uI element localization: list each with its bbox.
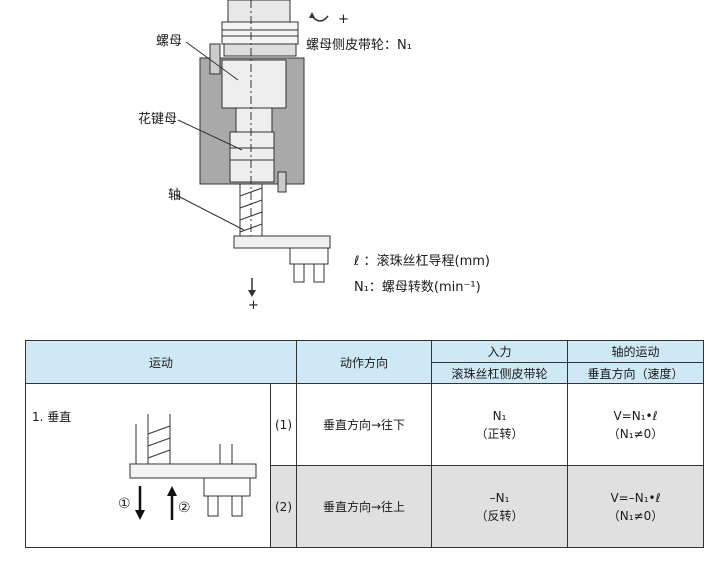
nut-label: 螺母: [156, 34, 183, 49]
down-plus-label: +: [248, 298, 259, 313]
row-2-shaft-sub: （N₁≠0）: [607, 508, 664, 523]
header-input-sub: 滚珠丝杠侧皮带轮: [431, 362, 569, 384]
table-row: 1. 垂直 ① ② (1) 垂直方: [25, 383, 705, 548]
row-2-input-sub: （反转）: [475, 508, 524, 523]
header-shaft-motion: 轴的运动: [567, 340, 705, 363]
row-1-direction: 垂直方向→往下: [296, 383, 433, 466]
speed-label: N₁：螺母转数(min⁻¹): [354, 280, 481, 295]
circle-2-label: ②: [178, 500, 191, 516]
header-shaft-motion-sub: 垂直方向（速度）: [567, 362, 705, 384]
row-2-direction: 垂直方向→往上: [296, 465, 433, 548]
shaft-drawing: [239, 0, 263, 240]
case-cell: 1. 垂直 ① ②: [25, 383, 271, 548]
pulley-drawing: [221, 0, 299, 57]
header-input: 入力: [431, 340, 569, 363]
row-2-input: –N₁ （反转）: [431, 465, 569, 548]
row-1-input: N₁ （正转）: [431, 383, 569, 466]
case-label: 1. 垂直: [32, 410, 72, 424]
circle-1-label: ①: [118, 496, 131, 512]
row-1-input-main: N₁: [492, 408, 507, 423]
pulley-label: 螺母侧皮带轮：N₁: [306, 38, 412, 53]
row-2-input-main: –N₁: [489, 490, 510, 505]
row-1-shaft-main: V=N₁•ℓ: [613, 408, 658, 423]
nut-leader: [185, 41, 239, 81]
row-1-shaft: V=N₁•ℓ （N₁≠0）: [567, 383, 705, 466]
row-1-no: (1): [269, 383, 298, 466]
row-1-shaft-sub: （N₁≠0）: [607, 426, 664, 441]
motion-table: 运动 动作方向 入力 轴的运动 滚珠丝杠侧皮带轮 垂直方向（速度） 1. 垂直: [24, 340, 705, 548]
lead-label: ℓ ：滚珠丝杠导程(mm): [354, 254, 490, 269]
table-plate-drawing: [233, 235, 331, 283]
header-direction: 动作方向: [296, 340, 433, 384]
shaft-leader: [175, 194, 245, 231]
row-1-input-sub: （正转）: [475, 426, 524, 441]
row-2-shaft-main: V=–N₁•ℓ: [610, 490, 661, 505]
housing-drawing: [199, 43, 305, 193]
header-motion: 运动: [24, 340, 298, 384]
shaft-label: 轴: [168, 188, 182, 203]
mechanism-diagram: [175, 0, 331, 297]
spline-nut-label: 花键母: [138, 112, 178, 127]
spline-nut-leader: [177, 119, 243, 151]
rotation-arrow-icon: [311, 15, 329, 22]
row-2-no: (2): [269, 465, 298, 548]
row-2-shaft: V=–N₁•ℓ （N₁≠0）: [567, 465, 705, 548]
rotation-plus-label: +: [338, 12, 349, 27]
case-drawing: [129, 414, 257, 520]
